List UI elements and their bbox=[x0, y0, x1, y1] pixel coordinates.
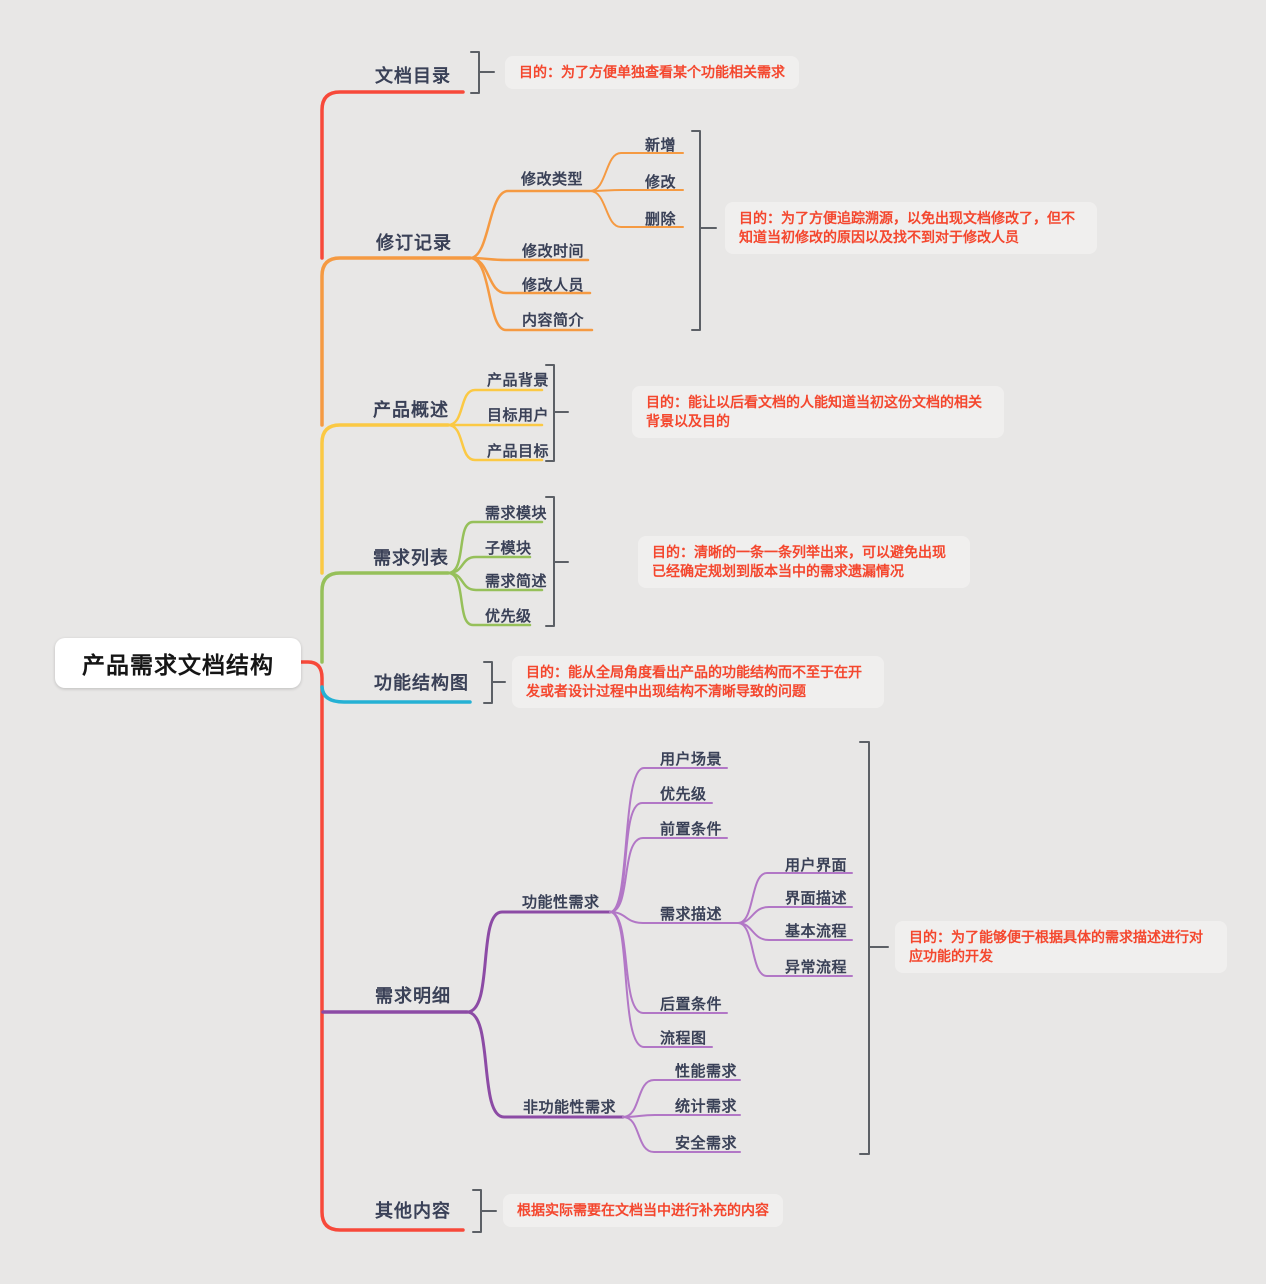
topic-other-content[interactable]: 其他内容 bbox=[375, 1201, 451, 1221]
topic-content-brief[interactable]: 内容简介 bbox=[522, 312, 585, 329]
topic-requirement-module[interactable]: 需求模块 bbox=[485, 505, 548, 522]
topic-requirement-list[interactable]: 需求列表 bbox=[373, 548, 449, 568]
summary-bracket-other bbox=[472, 1189, 497, 1233]
topic-interface-desc[interactable]: 界面描述 bbox=[785, 890, 848, 907]
topic-user-scenario[interactable]: 用户场景 bbox=[660, 751, 723, 768]
note-requirement-detail[interactable]: 目的：为了能够便于根据具体的需求描述进行对应功能的开发 bbox=[895, 921, 1227, 973]
summary-bracket-doc-catalog bbox=[470, 51, 495, 94]
note-product-overview[interactable]: 目的：能让以后看文档的人能知道当初这份文档的相关背景以及目的 bbox=[632, 386, 1004, 438]
note-revision-record[interactable]: 目的：为了方便追踪溯源，以免出现文档修改了，但不知道当初修改的原因以及找不到对于… bbox=[725, 202, 1097, 254]
topic-non-functional-requirement[interactable]: 非功能性需求 bbox=[523, 1099, 617, 1116]
trunk-segment-other bbox=[297, 660, 465, 1232]
summary-bracket-function-structure bbox=[483, 661, 506, 704]
topic-function-structure[interactable]: 功能结构图 bbox=[374, 673, 469, 693]
root-topic[interactable]: 产品需求文档结构 bbox=[55, 638, 301, 688]
topic-delete[interactable]: 删除 bbox=[645, 211, 677, 228]
note-other-content[interactable]: 根据实际需要在文档当中进行补充的内容 bbox=[503, 1194, 783, 1227]
topic-modify-type[interactable]: 修改类型 bbox=[521, 171, 584, 188]
topic-basic-flow[interactable]: 基本流程 bbox=[785, 923, 848, 940]
line-functional-req bbox=[465, 910, 612, 1014]
topic-sub-module[interactable]: 子模块 bbox=[485, 540, 532, 557]
topic-modify-person[interactable]: 修改人员 bbox=[522, 277, 585, 294]
note-function-structure[interactable]: 目的：能从全局角度看出产品的功能结构而不至于在开发或者设计过程中出现结构不清晰导… bbox=[512, 656, 884, 708]
topic-user-interface[interactable]: 用户界面 bbox=[785, 857, 848, 874]
note-doc-catalog[interactable]: 目的：为了方便单独查看某个功能相关需求 bbox=[505, 56, 799, 89]
topic-revision-record[interactable]: 修订记录 bbox=[376, 233, 452, 253]
summary-bracket-overview bbox=[545, 364, 569, 462]
topic-product-background[interactable]: 产品背景 bbox=[487, 372, 550, 389]
note-requirement-list[interactable]: 目的：清晰的一条一条列举出来，可以避免出现已经确定规划到版本当中的需求遗漏情况 bbox=[638, 536, 970, 588]
topic-product-goal[interactable]: 产品目标 bbox=[487, 443, 550, 460]
topic-pre-condition[interactable]: 前置条件 bbox=[660, 821, 723, 838]
topic-functional-requirement[interactable]: 功能性需求 bbox=[522, 894, 600, 911]
topic-security-requirement[interactable]: 安全需求 bbox=[675, 1135, 738, 1152]
topic-post-condition[interactable]: 后置条件 bbox=[660, 996, 723, 1013]
topic-requirement-desc[interactable]: 需求描述 bbox=[660, 906, 723, 923]
topic-performance-requirement[interactable]: 性能需求 bbox=[675, 1063, 738, 1080]
topic-flow-chart[interactable]: 流程图 bbox=[660, 1030, 707, 1047]
topic-modify[interactable]: 修改 bbox=[645, 174, 677, 191]
trunk-segment-req-list bbox=[320, 571, 450, 664]
summary-bracket-revision bbox=[691, 130, 717, 331]
topic-exception-flow[interactable]: 异常流程 bbox=[785, 959, 848, 976]
topic-modify-time[interactable]: 修改时间 bbox=[522, 243, 585, 260]
topic-product-overview[interactable]: 产品概述 bbox=[373, 400, 449, 420]
topic-requirement-brief[interactable]: 需求简述 bbox=[485, 573, 548, 590]
topic-priority-2[interactable]: 优先级 bbox=[660, 786, 707, 803]
line-pre-condition bbox=[609, 837, 728, 913]
topic-priority[interactable]: 优先级 bbox=[485, 608, 532, 625]
topic-add[interactable]: 新增 bbox=[645, 137, 677, 154]
topic-requirement-detail[interactable]: 需求明细 bbox=[375, 986, 451, 1006]
topic-target-user[interactable]: 目标用户 bbox=[487, 407, 550, 424]
topic-statistics-requirement[interactable]: 统计需求 bbox=[675, 1098, 738, 1115]
summary-bracket-req-detail bbox=[859, 741, 889, 1155]
topic-doc-catalog[interactable]: 文档目录 bbox=[375, 66, 451, 86]
summary-bracket-req-list bbox=[545, 496, 569, 627]
